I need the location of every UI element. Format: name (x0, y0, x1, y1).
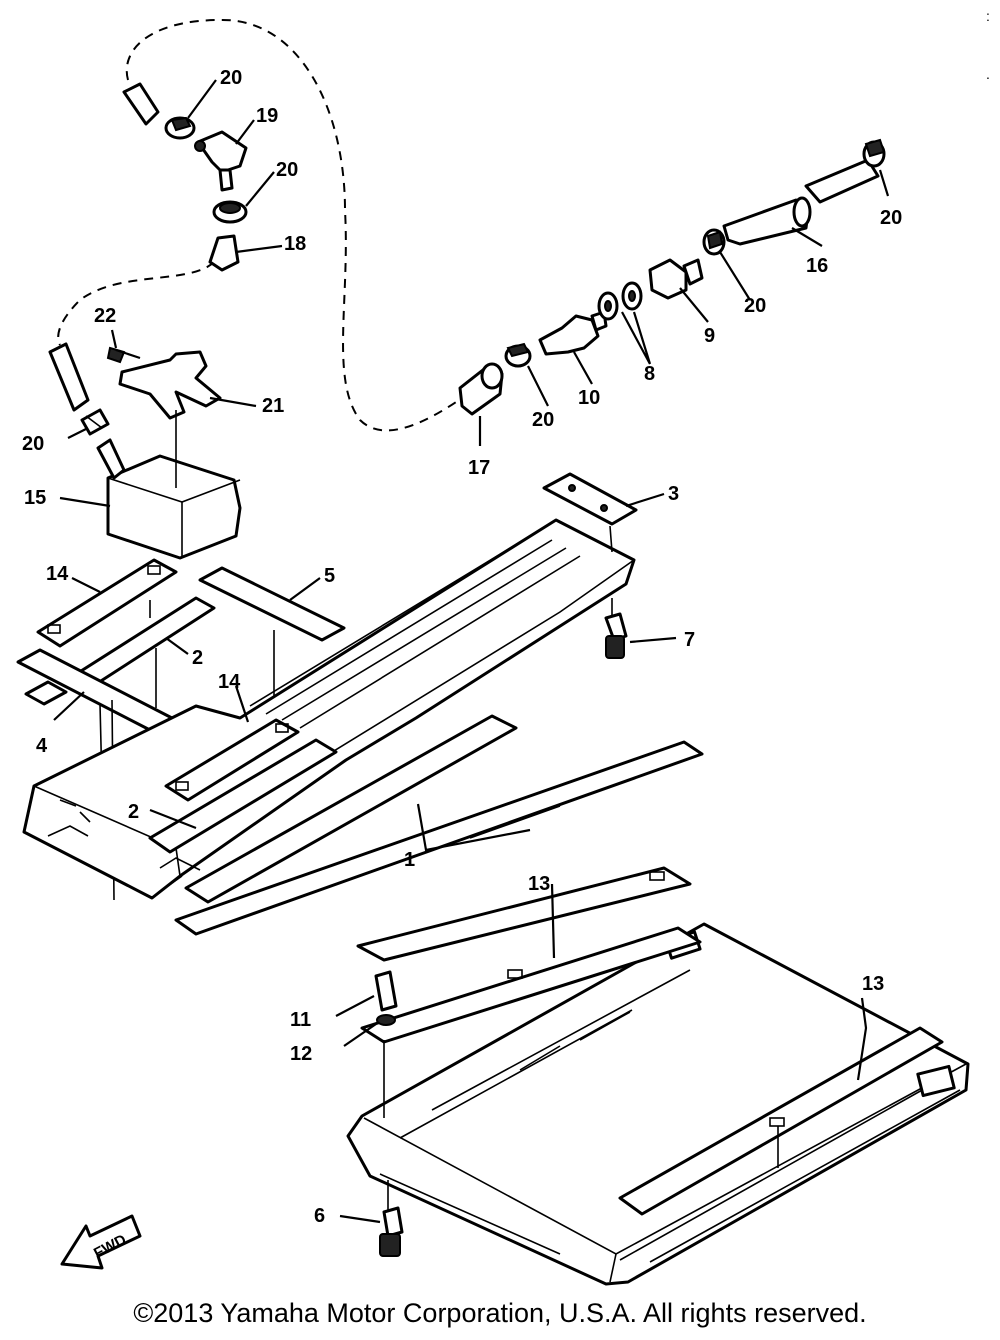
pad-14b (164, 718, 300, 802)
edge-mark-second: . (986, 66, 990, 82)
hose-clamp-20e (702, 228, 726, 256)
callout-17: 17 (468, 457, 490, 479)
hose-18 (208, 234, 240, 272)
washer-12 (376, 1014, 396, 1026)
callout-6: 6 (314, 1205, 325, 1227)
hose-elbow-upper (122, 82, 160, 126)
hose-17 (458, 362, 504, 416)
hose-clamp-20d (504, 342, 532, 368)
exploded-parts-diagram: 20 19 20 18 22 21 20 15 14 5 2 4 14 2 1 … (16, 18, 970, 1286)
hose-right-segment (804, 158, 880, 204)
callout-13-upper: 13 (528, 873, 550, 895)
hose-clamp-20b (212, 200, 248, 224)
plate-3 (542, 472, 638, 526)
bracket-21 (118, 350, 222, 420)
leader-lines (53, 79, 890, 1224)
strip-2b (148, 738, 338, 854)
callout-20-valve: 20 (532, 409, 554, 431)
tank-15 (96, 410, 242, 560)
strip-5 (198, 566, 346, 642)
bolt-7 (604, 612, 628, 659)
guide-lines-lower (383, 1040, 779, 1210)
callout-18: 18 (284, 233, 306, 255)
callout-10: 10 (578, 387, 600, 409)
hose-clamp-20f (862, 138, 886, 168)
callout-13-right: 13 (862, 973, 884, 995)
callout-15: 15 (24, 487, 46, 509)
callout-1: 1 (404, 849, 415, 871)
fitting-19 (194, 130, 248, 192)
callout-19: 19 (256, 105, 278, 127)
edge-mark-top: : (986, 8, 990, 24)
callout-21: 21 (262, 395, 284, 417)
washers-8 (597, 281, 643, 321)
callout-14-lower: 14 (218, 671, 241, 693)
strip-1a (184, 714, 518, 904)
strip-13b-lower (618, 1026, 944, 1216)
callout-20-fitting: 20 (276, 159, 298, 181)
callout-9: 9 (704, 325, 715, 347)
callout-20-nut: 20 (744, 295, 766, 317)
hose-clamp-20c (80, 408, 110, 436)
nut-9 (648, 258, 704, 300)
callout-12: 12 (290, 1043, 312, 1065)
guide-line-3 (609, 525, 613, 616)
callout-20-upper-hose: 20 (220, 67, 242, 89)
copyright-notice: ©2013 Yamaha Motor Corporation, U.S.A. A… (133, 1298, 867, 1328)
callout-16: 16 (806, 255, 828, 277)
callout-22: 22 (94, 305, 116, 327)
hull-plate-upper (22, 518, 636, 900)
bolt-22 (106, 346, 141, 364)
hose-route-line (125, 18, 463, 432)
callout-3: 3 (668, 483, 679, 505)
strip-13a (356, 866, 692, 962)
callout-20-left: 20 (22, 433, 44, 455)
bolt-6 (379, 1206, 404, 1257)
hose-left-segment (48, 342, 90, 412)
callout-4: 4 (36, 735, 48, 757)
strip-1b (174, 740, 704, 936)
guide-lines-upper (99, 600, 275, 901)
callout-5: 5 (324, 565, 335, 587)
strip-4 (16, 648, 174, 732)
hose-clamp-20a (164, 116, 196, 140)
hose-route-line-lower (57, 261, 215, 346)
strip-13b-upper (360, 926, 702, 1044)
hose-16 (722, 196, 812, 246)
leader-1 (416, 803, 531, 852)
valve-10 (538, 310, 608, 356)
callout-14-upper: 14 (46, 563, 69, 585)
callout-7: 7 (684, 629, 695, 651)
callout-8: 8 (644, 363, 655, 385)
pin-11 (374, 970, 398, 1012)
callout-2-lower: 2 (128, 801, 139, 823)
pad-14a (36, 558, 178, 648)
forward-direction-arrow: FWD (60, 1214, 142, 1270)
hull-plate-lower (346, 922, 970, 1286)
callout-20-right: 20 (880, 207, 902, 229)
callout-2-upper: 2 (192, 647, 203, 669)
callout-11: 11 (290, 1009, 311, 1031)
